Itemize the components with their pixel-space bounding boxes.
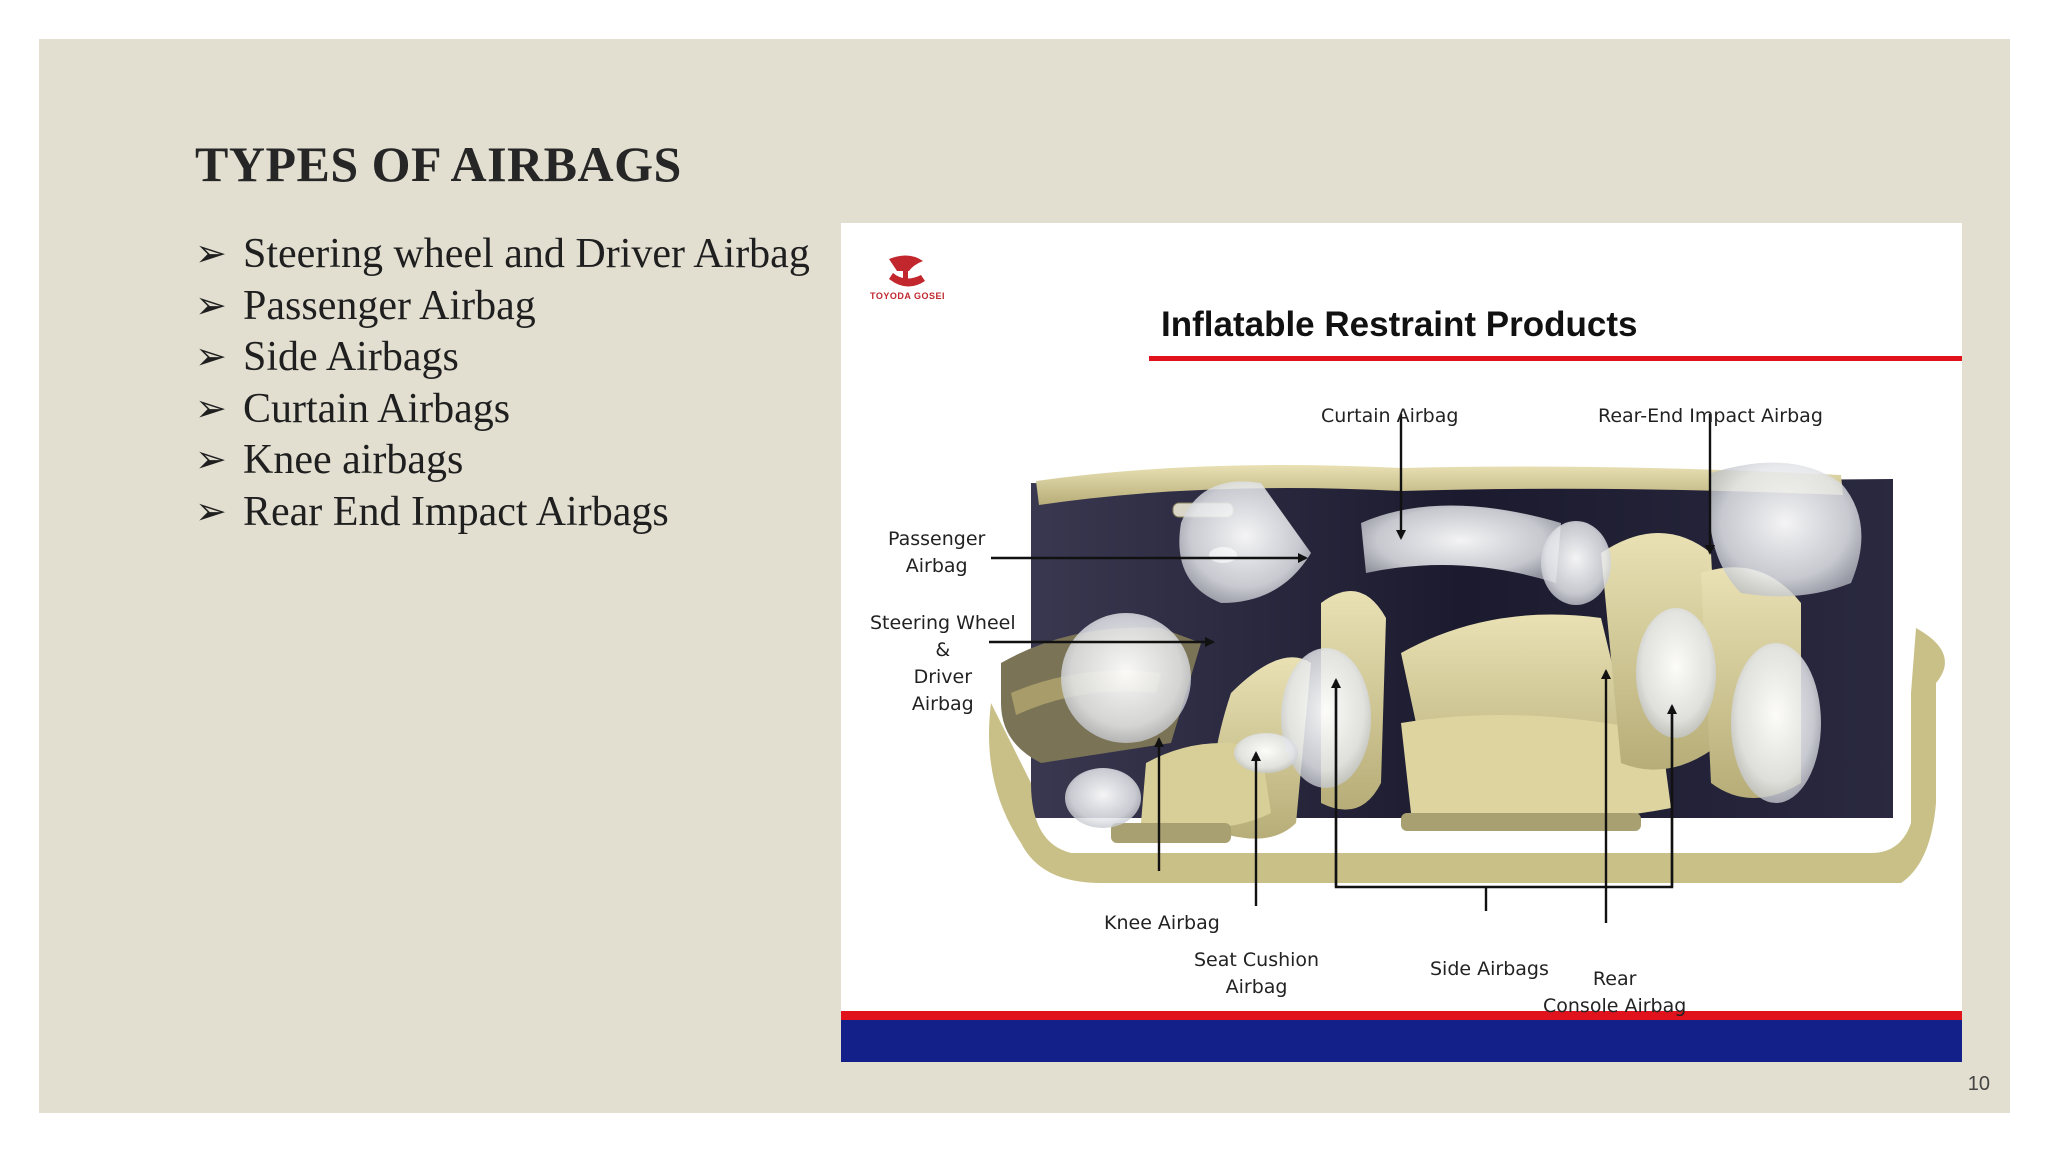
figure-title: Inflatable Restraint Products [1161, 305, 1638, 344]
label-rear-console-airbag: Rear Console Airbag [1543, 968, 1687, 1017]
airbag-diagram-image: TOYODA GOSEI Inflatable Restraint Produc… [841, 223, 1962, 1062]
bullet-item: ➢ Curtain Airbags [195, 384, 810, 436]
bullet-text: Rear End Impact Airbags [243, 488, 669, 535]
bullet-text: Knee airbags [243, 437, 464, 483]
bullet-text: Curtain Airbags [243, 385, 511, 432]
title-underline [1149, 356, 1962, 361]
label-steering-wheel-driver-airbag: Steering Wheel & Driver Airbag [870, 612, 1016, 715]
bullet-text: Side Airbags [243, 334, 459, 380]
slide-title: TYPES OF AIRBAGS [195, 136, 682, 192]
bullet-item: ➢ Knee airbags [195, 435, 810, 487]
airbag-diagram-graphic [841, 255, 1962, 1062]
page-number: 10 [1967, 1073, 1990, 1095]
footer-blue-band [841, 1020, 1962, 1062]
arrow-bullet-icon: ➢ [195, 387, 227, 430]
toyoda-gosei-logo [889, 255, 925, 287]
arrow-bullet-icon: ➢ [195, 439, 227, 481]
label-knee-airbag: Knee Airbag [1104, 912, 1220, 934]
logo-wordmark: TOYODA GOSEI [870, 291, 946, 301]
label-seat-cushion-airbag: Seat Cushion Airbag [1194, 949, 1320, 998]
arrow-bullet-icon: ➢ [195, 284, 227, 327]
arrow-bullet-icon: ➢ [195, 336, 227, 378]
slide: TYPES OF AIRBAGS ➢ Steering wheel and Dri… [39, 39, 2010, 1113]
bullet-list: ➢ Steering wheel and Driver Airbag ➢ Passe… [195, 229, 810, 538]
arrow-bullet-icon: ➢ [195, 233, 227, 275]
label-passenger-airbag: Passenger Airbag [888, 528, 986, 577]
bullet-item: ➢ Side Airbags [195, 332, 810, 384]
footer-red-band [841, 1011, 1962, 1020]
label-rear-end-impact-airbag: Rear-End Impact Airbag [1598, 405, 1823, 427]
bullet-item: ➢ Rear End Impact Airbags [195, 487, 810, 539]
label-curtain-airbag: Curtain Airbag [1321, 405, 1459, 427]
bullet-item: ➢ Passenger Airbag [195, 281, 810, 333]
bullet-item: ➢ Steering wheel and Driver Airbag [195, 229, 810, 281]
car-interior-illustration [989, 462, 1945, 883]
arrow-bullet-icon: ➢ [195, 490, 227, 533]
bullet-text: Steering wheel and Driver Airbag [243, 231, 810, 277]
bullet-text: Passenger Airbag [243, 282, 536, 329]
label-side-airbags: Side Airbags [1430, 958, 1549, 980]
callout-arrows [989, 414, 1715, 923]
